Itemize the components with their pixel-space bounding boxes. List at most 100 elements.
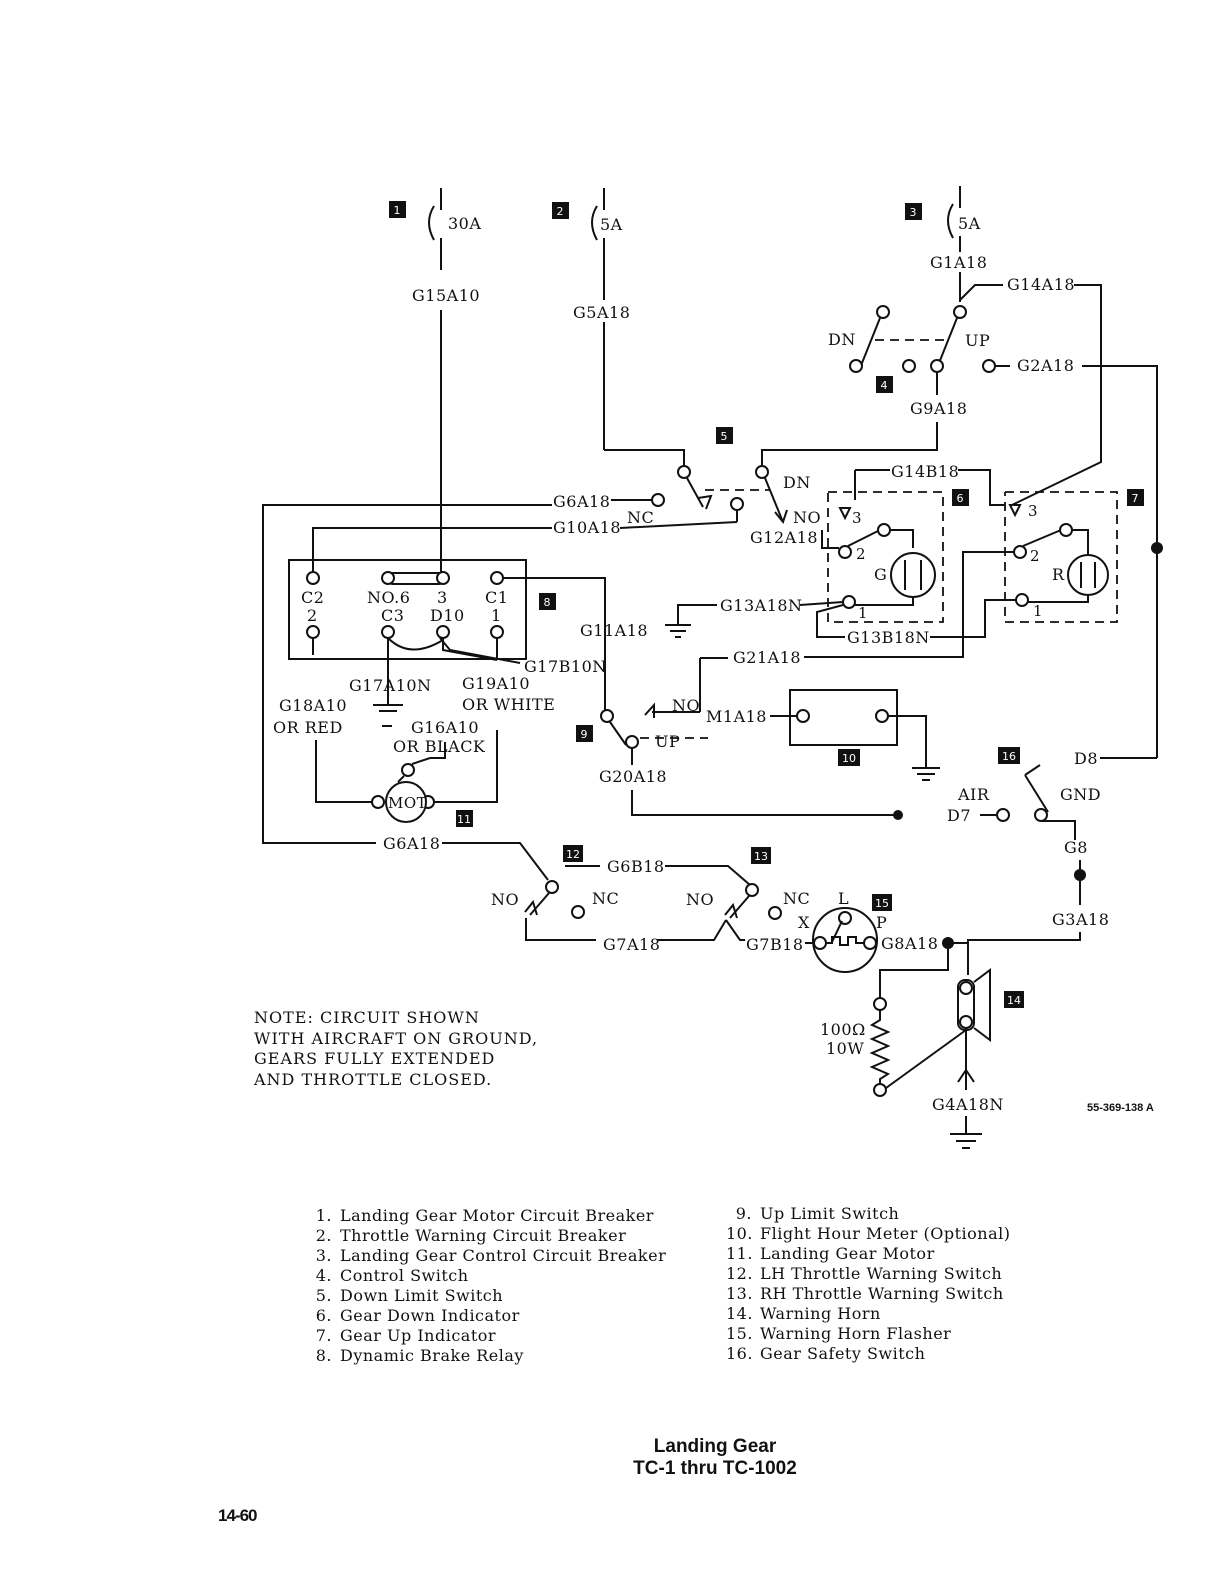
callout-16: 16 bbox=[998, 747, 1020, 764]
legend-item: 8.Dynamic Brake Relay bbox=[315, 1346, 524, 1365]
switch12-label-nc: NC bbox=[592, 889, 619, 908]
legend-item: 4.Control Switch bbox=[315, 1266, 469, 1285]
wire-G4A18N: G4A18N bbox=[932, 1095, 1004, 1114]
switch16-label-gnd: GND bbox=[1060, 785, 1101, 804]
switch5-label-dn: DN bbox=[783, 473, 811, 492]
relay-label-c1: C1 bbox=[485, 588, 508, 607]
wire-G11A18: G11A18 bbox=[580, 621, 648, 640]
legend-item: 3.Landing Gear Control Circuit Breaker bbox=[315, 1246, 667, 1265]
svg-text:16: 16 bbox=[1002, 750, 1016, 763]
switch-label-dn: DN bbox=[828, 330, 856, 349]
flasher-label-p: P bbox=[876, 913, 887, 932]
svg-text:13: 13 bbox=[754, 850, 768, 863]
circuit-breaker-3: 5A G1A18 bbox=[930, 186, 987, 302]
gear-down-indicator: 3 G14B18 2 G 1 bbox=[827, 462, 1005, 623]
control-switch: G14A18 DN UP G2A18 G9A18 bbox=[761, 275, 1158, 758]
wire-G3A18: G3A18 bbox=[1052, 910, 1109, 929]
wire-label-or-red: OR RED bbox=[273, 718, 343, 737]
wire-M1A18: M1A18 bbox=[706, 707, 767, 726]
svg-text:7: 7 bbox=[1132, 492, 1139, 505]
circuit-breaker-1: 30A G15A10 bbox=[412, 188, 481, 580]
wire-G7B18: G7B18 bbox=[746, 935, 804, 954]
svg-text:1: 1 bbox=[394, 204, 401, 217]
wire-G9A18: G9A18 bbox=[910, 399, 967, 418]
figure-caption-title: Landing Gear bbox=[653, 1436, 777, 1457]
wire-G6A18-top: G6A18 bbox=[553, 492, 610, 511]
callout-7: 7 bbox=[1127, 489, 1144, 506]
callout-5: 5 bbox=[716, 427, 733, 444]
legend-left: 1.Landing Gear Motor Circuit Breaker 2.T… bbox=[306, 1206, 666, 1366]
indicator7-pin3: 3 bbox=[1028, 502, 1038, 520]
figure-caption-subtitle: TC-1 thru TC-1002 bbox=[633, 1458, 797, 1479]
down-limit-switch: NC DN NO G12A18 G6A18 G10A18 bbox=[262, 465, 839, 844]
up-limit-switch: G21A18 NO M1A18 UP G20A18 bbox=[599, 648, 903, 820]
svg-text:12: 12 bbox=[566, 848, 580, 861]
relay-label-c3: C3 bbox=[381, 606, 404, 625]
lh-throttle-warning-switch: G6A18 NO NC G7A18 G6B18 bbox=[383, 834, 751, 954]
wire-G7A18: G7A18 bbox=[603, 935, 660, 954]
resistor-wattage: 10W bbox=[826, 1039, 864, 1058]
callout-1: 1 bbox=[389, 201, 406, 218]
callout-11: 11 bbox=[456, 810, 473, 827]
wire-label-or-black: OR BLACK bbox=[393, 737, 486, 756]
switch13-label-nc: NC bbox=[783, 889, 810, 908]
callout-3: 3 bbox=[905, 203, 922, 220]
relay-label-d10: D10 bbox=[430, 606, 465, 625]
legend-item: 16.Gear Safety Switch bbox=[726, 1344, 926, 1363]
wire-G17B10N: G17B10N bbox=[524, 657, 607, 676]
legend-right: 9.Up Limit Switch 10.Flight Hour Meter (… bbox=[726, 1204, 1011, 1364]
motor-label: MOT bbox=[388, 794, 427, 812]
gear-up-indicator: 3 2 R 1 bbox=[804, 491, 1118, 658]
legend-item: 12.LH Throttle Warning Switch bbox=[726, 1264, 1003, 1283]
wire-G15A10: G15A10 bbox=[412, 286, 480, 305]
switch5-label-no: NO bbox=[793, 508, 821, 527]
svg-text:6: 6 bbox=[957, 492, 964, 505]
landing-gear-motor: MOT bbox=[315, 730, 498, 823]
wire-G6B18: G6B18 bbox=[607, 857, 665, 876]
wire-G21A18: G21A18 bbox=[733, 648, 801, 667]
legend-item: 9.Up Limit Switch bbox=[735, 1204, 900, 1223]
svg-text:5: 5 bbox=[721, 430, 728, 443]
rh-throttle-warning-switch: NO NC G7B18 bbox=[657, 883, 810, 954]
callout-9: 9 bbox=[576, 725, 593, 742]
circuit-breaker-2: 5A G5A18 bbox=[573, 188, 685, 465]
wire-G1A18: G1A18 bbox=[930, 253, 987, 272]
breaker-3-rating: 5A bbox=[958, 214, 981, 233]
page-number: 14-60 bbox=[218, 1506, 257, 1525]
legend-item: 6.Gear Down Indicator bbox=[315, 1306, 520, 1325]
relay-label-no6: NO.6 bbox=[367, 588, 410, 607]
indicator7-pin1: 1 bbox=[1033, 602, 1043, 620]
callout-14: 14 bbox=[1004, 991, 1024, 1008]
flasher-label-l: L bbox=[838, 889, 849, 908]
indicator-label-g: G bbox=[874, 565, 887, 584]
wire-G18A10: G18A10 bbox=[279, 696, 347, 715]
svg-text:4: 4 bbox=[881, 379, 888, 392]
legend-item: 5.Down Limit Switch bbox=[315, 1286, 504, 1305]
wire-G13A18N: G13A18N bbox=[720, 596, 803, 615]
wire-G14A18: G14A18 bbox=[1007, 275, 1075, 294]
legend-item: 11.Landing Gear Motor bbox=[726, 1244, 935, 1263]
callout-8: 8 bbox=[539, 593, 556, 610]
svg-text:8: 8 bbox=[544, 596, 551, 609]
wire-G5A18: G5A18 bbox=[573, 303, 630, 322]
wire-D7: D7 bbox=[947, 806, 971, 825]
svg-text:11: 11 bbox=[457, 813, 471, 826]
relay-label-3: 3 bbox=[437, 588, 448, 607]
wire-G16A10: G16A10 bbox=[411, 718, 479, 737]
indicator6-pin2: 2 bbox=[856, 545, 866, 563]
wire-G10A18: G10A18 bbox=[553, 518, 621, 537]
svg-text:14: 14 bbox=[1007, 994, 1021, 1007]
figure-reference: 55-369-138 A bbox=[1087, 1102, 1154, 1114]
wire-G6A18-bottom: G6A18 bbox=[383, 834, 440, 853]
switch13-label-no: NO bbox=[686, 890, 714, 909]
wire-G17A10N: G17A10N bbox=[349, 676, 432, 695]
legend-item: 10.Flight Hour Meter (Optional) bbox=[726, 1224, 1011, 1243]
wire-G2A18: G2A18 bbox=[1017, 356, 1074, 375]
legend-item: 7.Gear Up Indicator bbox=[315, 1326, 497, 1345]
breaker-2-rating: 5A bbox=[600, 215, 623, 234]
switch9-label-up: UP bbox=[655, 732, 680, 751]
switch5-label-nc: NC bbox=[627, 508, 654, 527]
indicator-label-r: R bbox=[1052, 565, 1065, 584]
switch16-label-air: AIR bbox=[957, 785, 990, 804]
